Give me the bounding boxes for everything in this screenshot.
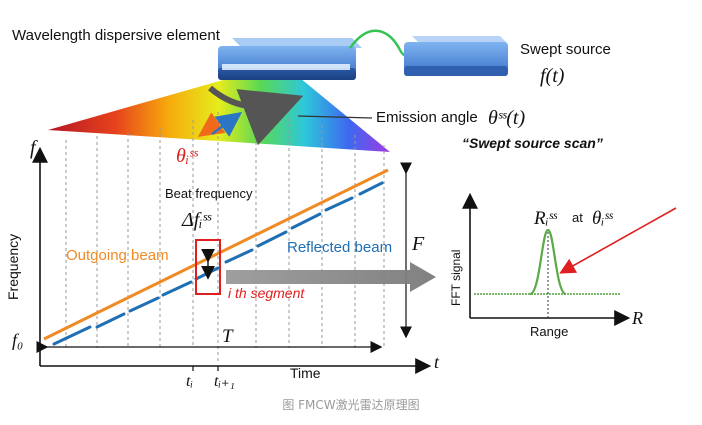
ti1-label: tᵢ₊₁ bbox=[214, 373, 235, 390]
segment-label: i th segment bbox=[228, 285, 305, 301]
outgoing-label: Outgoing beam bbox=[66, 247, 169, 264]
theta-i2-label: θᵢˢˢ bbox=[592, 208, 613, 229]
range-label: Range bbox=[530, 324, 568, 339]
figure-caption: 图 FMCW激光雷达原理图 bbox=[282, 398, 420, 412]
time-grid bbox=[65, 112, 385, 362]
emission-label: Emission angle bbox=[376, 109, 478, 126]
frequency-label: Frequency bbox=[5, 234, 21, 300]
returning-ray-arrow bbox=[211, 112, 243, 137]
fft-signal-label: FFT signal bbox=[449, 250, 463, 306]
T-label: T bbox=[222, 326, 234, 347]
at-label: at bbox=[572, 210, 583, 225]
F-label: F bbox=[411, 233, 425, 255]
swept-scan-label: “Swept source scan” bbox=[462, 135, 603, 151]
outgoing-beam-line bbox=[43, 168, 389, 341]
emission-symbol: θˢˢ(t) bbox=[488, 107, 525, 129]
scan-arrow bbox=[208, 85, 304, 146]
dispersive-label: Wavelength dispersive element bbox=[12, 27, 221, 44]
theta-i-label: θᵢˢˢ bbox=[176, 145, 198, 167]
fft-peak bbox=[529, 228, 567, 296]
f0-label: f₀ bbox=[12, 330, 23, 350]
swept-source-label: Swept source bbox=[520, 41, 611, 58]
swept-func-label: f(t) bbox=[540, 65, 565, 87]
ith-segment-box bbox=[195, 239, 221, 295]
emission-pointer bbox=[297, 115, 373, 119]
fft-transfer-arrow bbox=[226, 262, 436, 292]
delta-f-label: Δfᵢˢˢ bbox=[181, 209, 212, 231]
ti-label: tᵢ bbox=[186, 373, 193, 390]
time-label: Time bbox=[290, 365, 321, 381]
t-axis-label: t bbox=[434, 352, 440, 372]
R-axis-label: R bbox=[631, 308, 643, 328]
R-i-label: Rᵢˢˢ bbox=[533, 208, 558, 229]
beat-label: Beat frequency bbox=[165, 186, 253, 201]
rainbow-fan bbox=[48, 78, 390, 152]
swept-source-box bbox=[404, 36, 508, 76]
peak-pointer-arrow bbox=[559, 207, 677, 274]
f-axis-label: f bbox=[30, 137, 38, 159]
reflected-label: Reflected beam bbox=[287, 239, 392, 256]
dispersive-element bbox=[218, 38, 362, 80]
